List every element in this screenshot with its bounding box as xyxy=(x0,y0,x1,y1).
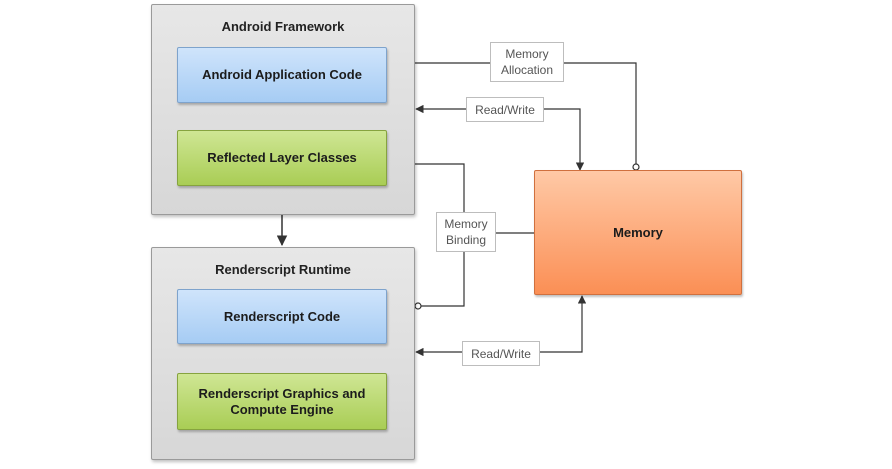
read-write-bottom-label: Read/Write xyxy=(462,341,540,366)
read-write-top-label: Read/Write xyxy=(466,97,544,122)
renderscript-runtime-title: Renderscript Runtime xyxy=(215,262,351,277)
memory-binding-label: Memory Binding xyxy=(436,212,496,252)
android-framework-title: Android Framework xyxy=(221,19,345,34)
reflected-layer-classes-box: Reflected Layer Classes xyxy=(177,130,387,186)
renderscript-code-box: Renderscript Code xyxy=(177,289,387,344)
memory-binding-endpoint xyxy=(414,302,422,310)
renderscript-engine-box: Renderscript Graphics and Compute Engine xyxy=(177,373,387,430)
memory-box: Memory xyxy=(534,170,742,295)
android-application-code-box: Android Application Code xyxy=(177,47,387,103)
memory-allocation-label: Memory Allocation xyxy=(490,42,564,82)
memory-allocation-line xyxy=(414,62,637,164)
